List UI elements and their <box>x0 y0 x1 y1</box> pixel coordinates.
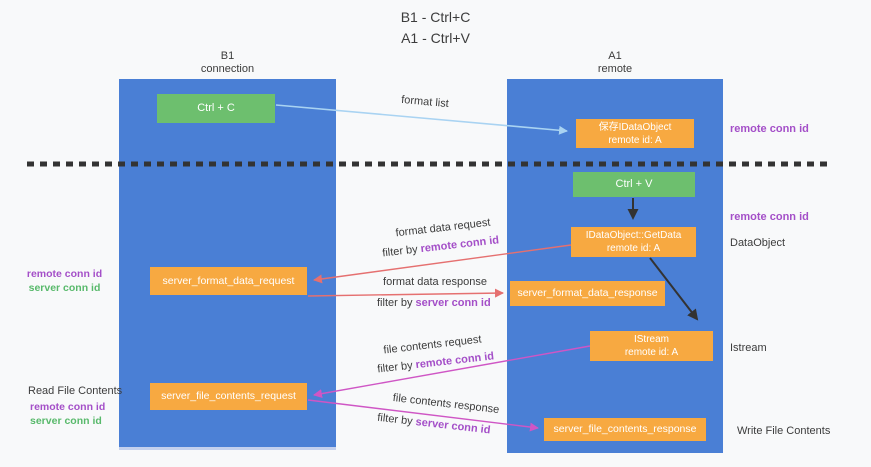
format-list-label: format list <box>400 93 450 111</box>
left-column-name: B1 <box>220 50 235 62</box>
left-column-subtitle: connection <box>200 63 255 75</box>
filter-by-text: filter by <box>376 359 417 376</box>
remote-conn-id-text: remote conn id <box>419 234 500 256</box>
istream-node: IStream remote id: A <box>590 331 713 361</box>
filter-by-text: filter by <box>376 411 417 428</box>
server-file-contents-request-node: server_file_contents_request <box>150 383 307 410</box>
remote-conn-id-annotation-mid: remote conn id <box>730 211 809 223</box>
server-format-data-response-label: server_format_data_response <box>517 287 658 299</box>
title-line-1: B1 - Ctrl+C <box>400 9 471 25</box>
file-contents-response-filter-label: filter by server conn id <box>376 411 492 437</box>
left-column-header: B1 connection <box>119 50 336 76</box>
remote-conn-id-annotation-bottom-left: remote conn id <box>30 401 106 413</box>
dataobject-annotation: DataObject <box>730 237 786 249</box>
getdata-line1: IDataObject::GetData <box>585 230 682 241</box>
right-column-header: A1 remote <box>507 50 723 76</box>
file-contents-response-label: file contents response <box>392 391 500 417</box>
istream-line1: IStream <box>633 334 669 345</box>
istream-line2: remote id: A <box>624 347 679 358</box>
ctrl-c-label: Ctrl + C <box>197 102 235 114</box>
server-conn-id-annotation-left: server conn id <box>28 282 101 294</box>
ctrl-v-node: Ctrl + V <box>573 172 695 197</box>
server-conn-id-text: server conn id <box>415 297 491 309</box>
getdata-line2: remote id: A <box>606 243 661 254</box>
title-line-2: A1 - Ctrl+V <box>401 30 470 46</box>
server-conn-id-text: server conn id <box>414 416 492 437</box>
right-column-subtitle: remote <box>597 63 633 75</box>
server-file-contents-response-label: server_file_contents_response <box>553 423 697 435</box>
filter-by-text: filter by <box>381 243 422 260</box>
filter-by-text: filter by <box>377 297 416 309</box>
server-file-contents-request-label: server_file_contents_request <box>161 390 296 402</box>
save-dataobject-line2: remote id: A <box>608 134 662 146</box>
server-format-data-request-node: server_format_data_request <box>150 267 307 295</box>
diagram-title: B1 - Ctrl+C A1 - Ctrl+V <box>0 7 871 49</box>
read-file-contents-annotation: Read File Contents <box>28 385 123 397</box>
remote-conn-id-annotation-top: remote conn id <box>730 123 809 135</box>
remote-conn-id-text: remote conn id <box>414 350 495 372</box>
server-format-data-response-node: server_format_data_response <box>510 281 665 306</box>
server-format-data-request-label: server_format_data_request <box>162 274 295 287</box>
server-conn-id-annotation-bottom-left: server conn id <box>30 415 102 427</box>
write-file-contents-annotation: Write File Contents <box>737 425 831 437</box>
save-dataobject-node: 保存IDataObject remote id: A <box>576 119 694 148</box>
ctrl-v-label: Ctrl + V <box>615 178 653 190</box>
remote-conn-id-annotation-left: remote conn id <box>26 268 103 280</box>
arrow-format-data-response <box>307 288 504 298</box>
format-data-response-label: format data response <box>383 276 487 288</box>
format-data-response-filter-label: filter by server conn id <box>377 297 491 309</box>
server-file-contents-response-node: server_file_contents_response <box>544 418 706 441</box>
save-dataobject-line1: 保存IDataObject <box>598 121 672 133</box>
getdata-node: IDataObject::GetData remote id: A <box>571 227 696 257</box>
right-column-name: A1 <box>608 50 622 62</box>
istream-annotation: Istream <box>730 342 767 354</box>
ctrl-c-node: Ctrl + C <box>157 94 275 123</box>
